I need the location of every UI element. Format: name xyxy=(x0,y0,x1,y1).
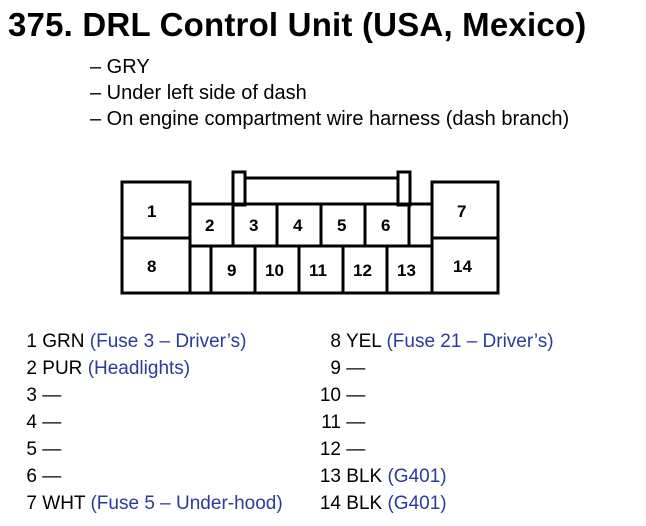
pin-row: 11 — xyxy=(300,412,365,434)
circuit-note: (G401) xyxy=(387,466,447,487)
cell-label-3: 3 xyxy=(249,216,258,235)
wire-color: GRN xyxy=(42,331,85,352)
cell-label-12: 12 xyxy=(353,261,372,280)
pin-number: 1 xyxy=(26,331,37,352)
pin-row: 9 — xyxy=(300,358,365,380)
pin-row: 13 BLK (G401) xyxy=(300,466,447,488)
wire-color: — xyxy=(42,385,62,406)
pin-row: 7 WHT (Fuse 5 – Under-hood) xyxy=(0,493,283,515)
cell-label-1: 1 xyxy=(147,202,156,221)
pin-row: 4 — xyxy=(0,412,61,434)
connector-body xyxy=(188,202,434,295)
cell-label-7: 7 xyxy=(457,202,466,221)
wire-color: PUR xyxy=(42,358,83,379)
cell-label-11: 11 xyxy=(309,261,327,280)
pin-row: 3 — xyxy=(0,385,61,407)
connector-harness-line: – On engine compartment wire harness (da… xyxy=(90,108,570,130)
cell-label-6: 6 xyxy=(381,216,390,235)
wire-color: BLK xyxy=(346,466,383,487)
wire-color: — xyxy=(42,439,62,460)
cell-label-14: 14 xyxy=(453,257,472,276)
pin-number: 11 xyxy=(321,412,341,433)
wire-color: — xyxy=(42,466,62,487)
pin-number: 10 xyxy=(319,385,341,406)
pin-number: 12 xyxy=(319,439,341,460)
pin-row: 6 — xyxy=(0,466,61,488)
cell-label-9: 9 xyxy=(227,261,236,280)
pin-number: 4 xyxy=(26,412,37,433)
pin-row: 8 YEL (Fuse 21 – Driver’s) xyxy=(300,331,554,353)
latch-left-post xyxy=(231,170,247,207)
wire-color: — xyxy=(42,412,62,433)
pin-number: 9 xyxy=(330,358,341,379)
wire-color: YEL xyxy=(345,331,382,352)
page-title: 375. DRL Control Unit (USA, Mexico) xyxy=(8,6,587,43)
connector-color-line: – GRY xyxy=(90,56,150,78)
pin-row: 10 — xyxy=(300,385,365,407)
pin-row: 1 GRN (Fuse 3 – Driver’s) xyxy=(0,331,246,353)
connector-description: – GRY – Under left side of dash – On eng… xyxy=(90,54,569,132)
wire-color: — xyxy=(346,385,366,406)
circuit-note: (Fuse 21 – Driver’s) xyxy=(386,331,554,352)
cell-label-13: 13 xyxy=(397,261,416,280)
pin-number: 5 xyxy=(26,439,37,460)
pin-number: 7 xyxy=(26,493,37,514)
pin-number: 13 xyxy=(319,466,341,487)
wire-color: BLK xyxy=(346,493,383,514)
circuit-note: (Fuse 3 – Driver’s) xyxy=(89,331,247,352)
pin-row: 12 — xyxy=(300,439,365,461)
connector-location-line: – Under left side of dash xyxy=(90,82,307,104)
pin-row: 14 BLK (G401) xyxy=(300,493,447,515)
cell-label-10: 10 xyxy=(265,261,284,280)
latch-right-post xyxy=(396,170,412,207)
pin-number: 6 xyxy=(26,466,37,487)
wire-color: — xyxy=(346,358,366,379)
wire-color: — xyxy=(346,412,366,433)
cell-label-8: 8 xyxy=(147,257,156,276)
wire-color: — xyxy=(346,439,366,460)
pin-number: 3 xyxy=(26,385,37,406)
wire-color: WHT xyxy=(42,493,86,514)
pin-number: 14 xyxy=(319,493,341,514)
pin-number: 2 xyxy=(26,358,37,379)
circuit-note: (Headlights) xyxy=(87,358,191,379)
circuit-note: (G401) xyxy=(387,493,447,514)
pin-row: 5 — xyxy=(0,439,61,461)
cell-label-2: 2 xyxy=(205,216,214,235)
cell-label-4: 4 xyxy=(293,216,303,235)
circuit-note: (Fuse 5 – Under-hood) xyxy=(90,493,283,514)
pin-number: 8 xyxy=(330,331,341,352)
pin-row: 2 PUR (Headlights) xyxy=(0,358,190,380)
cell-label-5: 5 xyxy=(337,216,346,235)
